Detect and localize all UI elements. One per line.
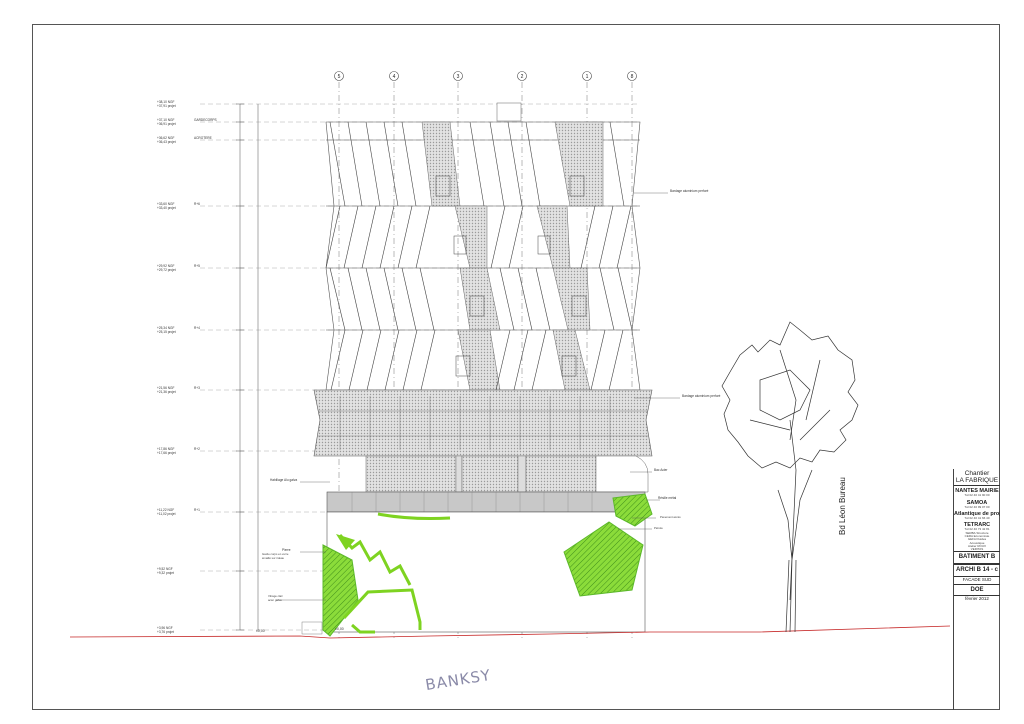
svg-text:acier galva: acier galva (268, 598, 282, 602)
level-label: GARDECORPS (194, 118, 217, 122)
svg-text:+37,10 NGF: +37,10 NGF (157, 118, 175, 122)
grid-label: 4 (393, 74, 396, 80)
svg-text:+11,02 projet: +11,02 projet (157, 512, 176, 516)
svg-text:+17,66 projet: +17,66 projet (157, 451, 176, 455)
note-bardage-mid: Bardage aluminium perforé (682, 394, 721, 398)
svg-text:+33,60 NGF: +33,60 NGF (157, 202, 175, 206)
svg-text:+38,10 NGF: +38,10 NGF (157, 100, 175, 104)
level-label: R+1 (194, 508, 200, 512)
svg-text:+21,56 NGF: +21,56 NGF (157, 386, 175, 390)
svg-text:Pavement accès: Pavement accès (660, 515, 681, 519)
org-atlantique: Atlantique de projets (954, 510, 1000, 517)
svg-text:émaillé sur rideau: émaillé sur rideau (262, 556, 285, 560)
org-nantes: NANTES MAIRIE (955, 488, 999, 495)
svg-text:Garde corps en verre: Garde corps en verre (262, 552, 289, 556)
svg-text:+29,72 projet: +29,72 projet (157, 268, 176, 272)
svg-text:Vitrage clair: Vitrage clair (268, 594, 283, 598)
svg-text:+36,91 projet: +36,91 projet (157, 122, 176, 126)
cartouche-chantier: Chantier LA FABRIQUE (954, 469, 1000, 487)
svg-text:+29,92 NGF: +29,92 NGF (157, 264, 175, 268)
svg-text:Pétrole: Pétrole (654, 526, 663, 530)
svg-text:+9,32 projet: +9,32 projet (157, 571, 174, 575)
title-block: Chantier LA FABRIQUE NANTES MAIRIE Tél 0… (953, 469, 1000, 710)
level-label: R+5 (194, 264, 200, 268)
street-label: Bd Léon Bureau (838, 477, 847, 535)
note-soffit: Habillage Alu galva (270, 478, 297, 482)
grille-band (313, 389, 653, 457)
svg-text:+25,15 projet: +25,15 projet (157, 330, 176, 334)
level-text-left: +38,10 NGF+37,91 projet +37,10 NGF+36,91… (157, 100, 176, 634)
svg-text:+11,22 NGF: +11,22 NGF (157, 508, 174, 512)
first-floor-band (326, 491, 646, 513)
note-bardage-top: Bardage aluminium perforé (670, 189, 709, 193)
grid-label: 3 (457, 74, 460, 80)
note-grille: Résille métal (658, 496, 677, 500)
svg-text:+9,52 NGF: +9,52 NGF (157, 567, 173, 571)
level-label: R+6 (194, 202, 200, 206)
level-label: R+4 (194, 326, 200, 330)
svg-text:+36,62 NGF: +36,62 NGF (157, 136, 175, 140)
level-label: ACROTERE (194, 136, 212, 140)
grid-label: 2 (521, 74, 524, 80)
svg-text:+17,86 NGF: +17,86 NGF (157, 447, 175, 451)
drawing-ref: ARCHI B 14 - c (954, 564, 1000, 577)
dimension-chain (236, 103, 259, 631)
view-name: FACADE SUD (962, 576, 992, 582)
grid-label: 5 (338, 74, 341, 80)
org-samoa: SAMOA (966, 499, 988, 506)
note-bac-acier: Bac Acier (654, 468, 668, 472)
note-pierre: Pierre (282, 548, 291, 552)
drawing-date: février 2012 (965, 596, 989, 602)
svg-text:+37,91 projet: +37,91 projet (157, 104, 176, 108)
grid-label: 8 (631, 74, 634, 80)
svg-text:+21,36 projet: +21,36 projet (157, 390, 176, 394)
svg-text:+3,76 projet: +3,76 projet (157, 630, 174, 634)
ground-line (69, 625, 951, 639)
svg-text:+25,34 NGF: +25,34 NGF (157, 326, 175, 330)
level-label: R+2 (194, 447, 200, 451)
building-id: BATIMENT B (954, 551, 1000, 565)
drawing-sheet-border (32, 24, 1000, 710)
chantier-label: Chantier (964, 470, 990, 477)
tree-drawing (721, 321, 859, 633)
diagonal-mesh (325, 121, 633, 391)
grid-bubbles (334, 71, 637, 81)
svg-text:+36,43 projet: +36,43 projet (157, 140, 176, 144)
phase: DOE (954, 583, 1000, 597)
svg-text:+3,96 NGF: +3,96 NGF (157, 626, 173, 630)
org-tetrarc: TETRARC (963, 522, 991, 529)
project-name: LA FABRIQUE (955, 477, 999, 485)
level-label: R+3 (194, 386, 200, 390)
svg-text:±0,00: ±0,00 (335, 627, 344, 631)
svg-text:+33,40 projet: +33,40 projet (157, 206, 176, 210)
perforated-panels (421, 121, 604, 391)
grid-label: 1 (586, 74, 589, 80)
svg-text:±0,00: ±0,00 (256, 629, 265, 633)
